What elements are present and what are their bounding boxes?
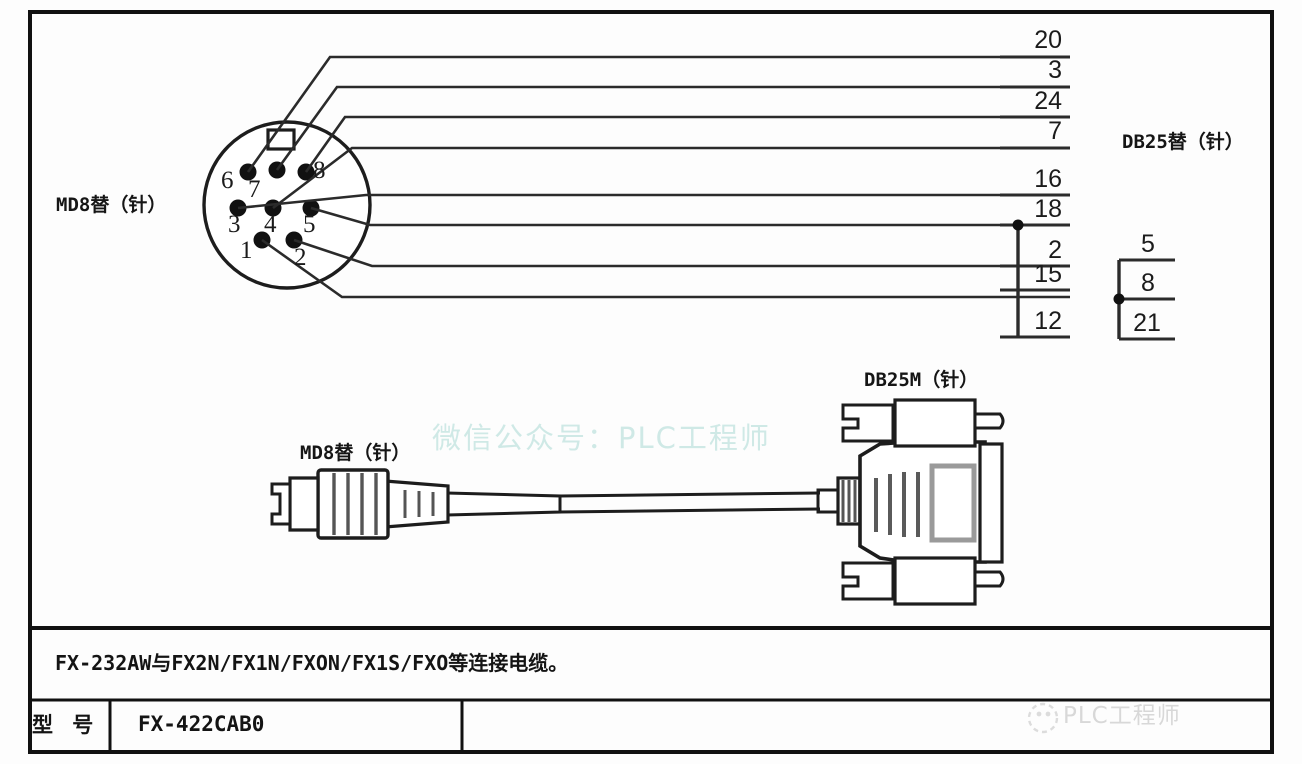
db25-group-pin-label-8: 8 <box>1141 269 1155 297</box>
md8-pin-label-2: 2 <box>294 244 307 271</box>
db25-pin-label-18: 18 <box>1034 195 1062 223</box>
md8-connector-outline <box>202 120 372 290</box>
db25m-upper-screw-post <box>973 412 1005 430</box>
md8-connector-caption: MD8替（针） <box>56 194 167 216</box>
center-watermark: 微信公众号：PLC工程师 <box>432 421 771 455</box>
cable-run <box>559 491 821 514</box>
wire-pin4-to-7 <box>272 146 1070 210</box>
db25m-lower-screw-post <box>973 570 1005 588</box>
outer-frame <box>28 10 1274 754</box>
cable-db25m-plug-caption: DB25M（针） <box>864 369 979 391</box>
db25m-backplate <box>978 442 1004 564</box>
wire-pin2-to-2 <box>293 238 1070 268</box>
db25-group-bracket <box>1113 258 1175 341</box>
db25-pin-label-15: 15 <box>1034 260 1062 288</box>
db25-pin-label-24: 24 <box>1034 87 1062 115</box>
md8-plug-relief-ridges <box>403 490 435 518</box>
db25-pin-label-3: 3 <box>1048 56 1062 84</box>
db25-pin-label-12: 12 <box>1034 307 1062 335</box>
db25m-ferrule-ridges <box>841 480 857 522</box>
db25-junction-dot-8 <box>1113 293 1125 305</box>
db25-pin-label-16: 16 <box>1034 165 1062 193</box>
db25m-lower-screw-bracket <box>841 561 895 601</box>
db25-group-pin-label-5: 5 <box>1141 230 1155 258</box>
db25m-hood-ridges <box>874 472 920 537</box>
md8-pin-label-1: 1 <box>240 237 253 264</box>
cable-md8-plug-caption: MD8替（针） <box>300 442 411 464</box>
md8-pin-label-4: 4 <box>264 211 277 238</box>
md8-plug-key-tab <box>270 482 292 526</box>
corner-watermark: PLC工程师 <box>1063 703 1181 729</box>
wire-pin6-to-20 <box>246 55 1070 173</box>
db25m-plug-drawing <box>816 398 1005 606</box>
db25-pin-ledger <box>1000 55 1070 339</box>
md8-pin-label-3: 3 <box>228 211 241 238</box>
md8-pin-label-8: 8 <box>313 157 326 184</box>
md8-pin-label-5: 5 <box>303 211 316 238</box>
md8-plug-cable <box>443 491 562 517</box>
model-value: FX-422CAB0 <box>138 712 265 736</box>
md8-connector-drawing <box>202 120 372 290</box>
model-label: 型 号 <box>32 713 100 737</box>
db25-pin-label-7: 7 <box>1048 117 1062 145</box>
db25m-lower-block <box>893 556 977 606</box>
md8-pin-label-6: 6 <box>221 167 234 194</box>
md8-plug-drawing <box>270 468 562 540</box>
wire-pin1-to-15 <box>261 238 1070 299</box>
db25m-label-panel <box>929 463 977 543</box>
db25-pin-label-2: 2 <box>1048 236 1062 264</box>
md8-plug-shell <box>288 476 320 532</box>
watermark-logo-mark <box>1027 702 1059 734</box>
md8-plug-strain-relief <box>383 479 450 529</box>
db25-connector-caption: DB25替（针） <box>1122 131 1244 153</box>
md8-pin-label-7: 7 <box>248 176 261 203</box>
md8-plug-ridges <box>332 473 378 535</box>
db25-pin-label-20: 20 <box>1034 26 1062 54</box>
wire-pin3-to-16 <box>237 193 1070 210</box>
footer-note-text: FX-232AW与FX2N/FX1N/FXON/FX1S/FXO等连接电缆。 <box>55 651 569 675</box>
db25-junction-dot-18 <box>1012 219 1024 231</box>
wire-bundle <box>237 55 1070 299</box>
db25-group-pin-label-21: 21 <box>1133 309 1161 337</box>
db25m-upper-block <box>893 398 977 448</box>
db25m-upper-screw-bracket <box>841 403 895 443</box>
wire-pin5-to-18 <box>310 206 1018 227</box>
wire-pin7-to-3 <box>275 85 1070 171</box>
wire-pin8-to-24 <box>304 115 1070 173</box>
